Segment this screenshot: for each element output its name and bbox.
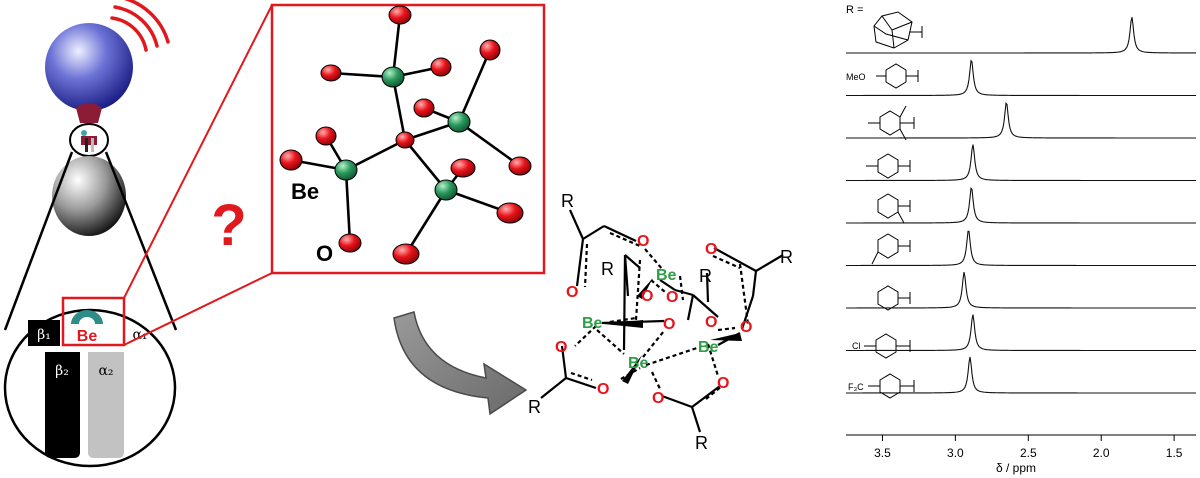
o-label: O [705, 241, 717, 258]
subunit-beta2 [45, 352, 80, 458]
transformation-arrow-icon [393, 311, 528, 416]
be-label: Be [698, 339, 719, 356]
tolyl-icon [866, 153, 911, 179]
nmr-spectrum-trace [846, 356, 1196, 394]
nmr-spectrum-trace [846, 186, 1196, 224]
o-label: O [717, 375, 729, 392]
be-site-highlight [61, 296, 126, 347]
x-tick-label: 2.5 [1020, 446, 1037, 460]
subunit-alpha2-label: α₂ [98, 363, 113, 379]
beryllium-atoms [334, 66, 471, 201]
nmr-spectrum-trace [846, 17, 1196, 54]
signal-waves-icon [110, 0, 170, 52]
be-label: Be [628, 355, 649, 372]
nmr-spectrum-trace [846, 314, 1196, 352]
r-label: R [561, 191, 574, 211]
r-label: R [528, 397, 541, 417]
o-label: O [663, 316, 675, 333]
o-label: O [566, 284, 578, 301]
r-label: R [699, 266, 712, 286]
subunit-alpha2 [88, 352, 124, 458]
x-tick-label: 1.5 [1166, 446, 1183, 460]
mesityl-icon [868, 105, 915, 141]
nmr-panel: R = [846, 4, 1196, 475]
x-axis-ticks: 3.5 3.0 2.5 2.0 1.5 [874, 435, 1183, 460]
question-mark: ? [211, 193, 246, 258]
r-label: R [695, 433, 708, 453]
o-label: O [641, 288, 653, 305]
be-label: Be [656, 267, 677, 284]
o-label: O [666, 289, 678, 306]
o-label: O [652, 390, 664, 407]
adamantyl-icon [873, 11, 923, 49]
r-equals-label: R = [846, 4, 863, 16]
chloro-label: Cl [852, 341, 861, 351]
trifluoromethyl-label: F₃C [848, 382, 864, 392]
o-label: O [637, 233, 649, 250]
methoxy-label: MeO [846, 72, 866, 82]
subunit-beta2-label: β₂ [55, 363, 69, 379]
trifluoromethylphenyl-icon [868, 373, 915, 399]
receptor-sphere [52, 156, 126, 236]
o-label: O [705, 314, 717, 331]
subunit-beta1-label: β₁ [37, 327, 51, 343]
o-label: O [740, 319, 752, 336]
nmr-spectrum-trace [846, 101, 1196, 139]
crystal-be-label: Be [291, 179, 319, 204]
x-tick-label: 3.5 [874, 446, 891, 460]
nmr-spectrum-trace [846, 59, 1196, 97]
o-label: O [555, 339, 567, 356]
o-label: O [597, 381, 609, 398]
chlorophenyl-icon [864, 333, 911, 359]
meta-tolyl-icon [871, 233, 911, 265]
nmr-spectrum-trace [846, 144, 1196, 182]
nmr-spectrum-trace [846, 272, 1196, 309]
left-panel: β₁ α₁ β₂ α₂ Be [3, 0, 178, 468]
ligand-stem [76, 103, 102, 123]
methoxyphenyl-icon [876, 63, 919, 89]
r-label: R [601, 259, 614, 279]
r-label: R [780, 247, 793, 267]
oxygen-atoms [279, 5, 532, 265]
beryllium-site-icon [71, 310, 103, 324]
x-tick-label: 2.0 [1093, 446, 1110, 460]
crystal-structure: Be O [270, 3, 546, 275]
phenyl-icon [877, 285, 911, 311]
be-label: Be [582, 315, 603, 332]
ligand-sphere [45, 23, 133, 111]
nmr-spectra [846, 17, 1196, 394]
x-axis-label: δ / ppm [996, 461, 1036, 475]
be4o-cluster: R R R R R R O O O O O O O O O O O O Be B… [528, 191, 793, 453]
nmr-spectrum-trace [846, 230, 1196, 267]
x-tick-label: 3.0 [947, 446, 964, 460]
subunit-beta1 [28, 320, 60, 346]
be-site-label: Be [77, 328, 98, 345]
ortho-tolyl-icon [877, 193, 911, 224]
substituent-icons [864, 11, 923, 399]
crystal-o-label: O [316, 241, 333, 266]
